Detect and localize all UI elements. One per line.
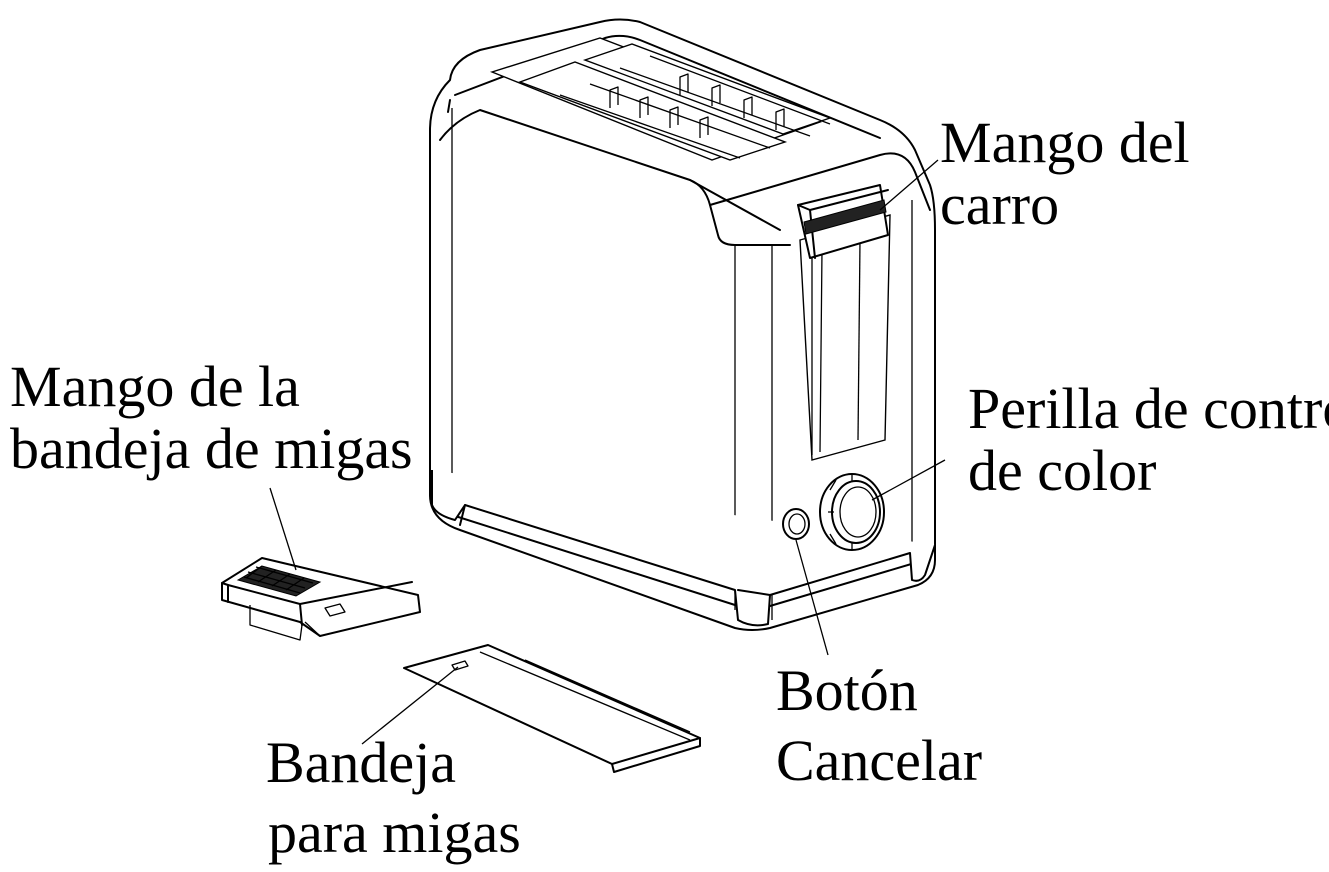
crumb-tray-label-line2: para migas: [268, 800, 521, 865]
cancel-button-label-line1: Botón: [776, 658, 918, 723]
crumb-tray-label-line1: Bandeja: [266, 730, 457, 795]
crumb-tray-label: Bandeja para migas: [266, 730, 521, 864]
color-control-knob-label-line1: Perilla de control: [968, 376, 1329, 441]
carriage-handle-label: Mango del carro: [940, 112, 1190, 236]
leader-crumb-handle: [269, 487, 297, 571]
color-control-knob-label-line2: de color: [968, 438, 1157, 503]
color-control-knob-drawing: [819, 473, 885, 551]
color-control-knob-label: Perilla de control de color: [968, 378, 1329, 502]
crumb-tray-drawing: [403, 644, 701, 773]
crumb-tray-handle-label-line1: Mango de la: [10, 354, 300, 419]
toaster-body: [429, 18, 936, 631]
carriage-handle-label-line1: Mango del: [940, 110, 1190, 175]
cancel-button-label: Botón Cancelar: [776, 658, 982, 792]
crumb-tray-handle-drawing: [221, 557, 421, 641]
cancel-button-label-line2: Cancelar: [776, 728, 983, 793]
carriage-lever: [797, 184, 891, 461]
leader-crumb-tray: [361, 666, 459, 745]
crumb-tray-handle-label-line2: bandeja de migas: [10, 416, 413, 481]
leader-color-knob: [871, 459, 946, 501]
leader-carriage: [879, 159, 939, 211]
cancel-button-drawing: [782, 508, 810, 540]
leader-cancel: [795, 539, 829, 656]
crumb-tray-handle-label: Mango de la bandeja de migas: [10, 356, 413, 480]
bread-slots: [489, 37, 833, 161]
carriage-handle-label-line2: carro: [940, 172, 1060, 237]
leader-lines: [269, 159, 946, 745]
